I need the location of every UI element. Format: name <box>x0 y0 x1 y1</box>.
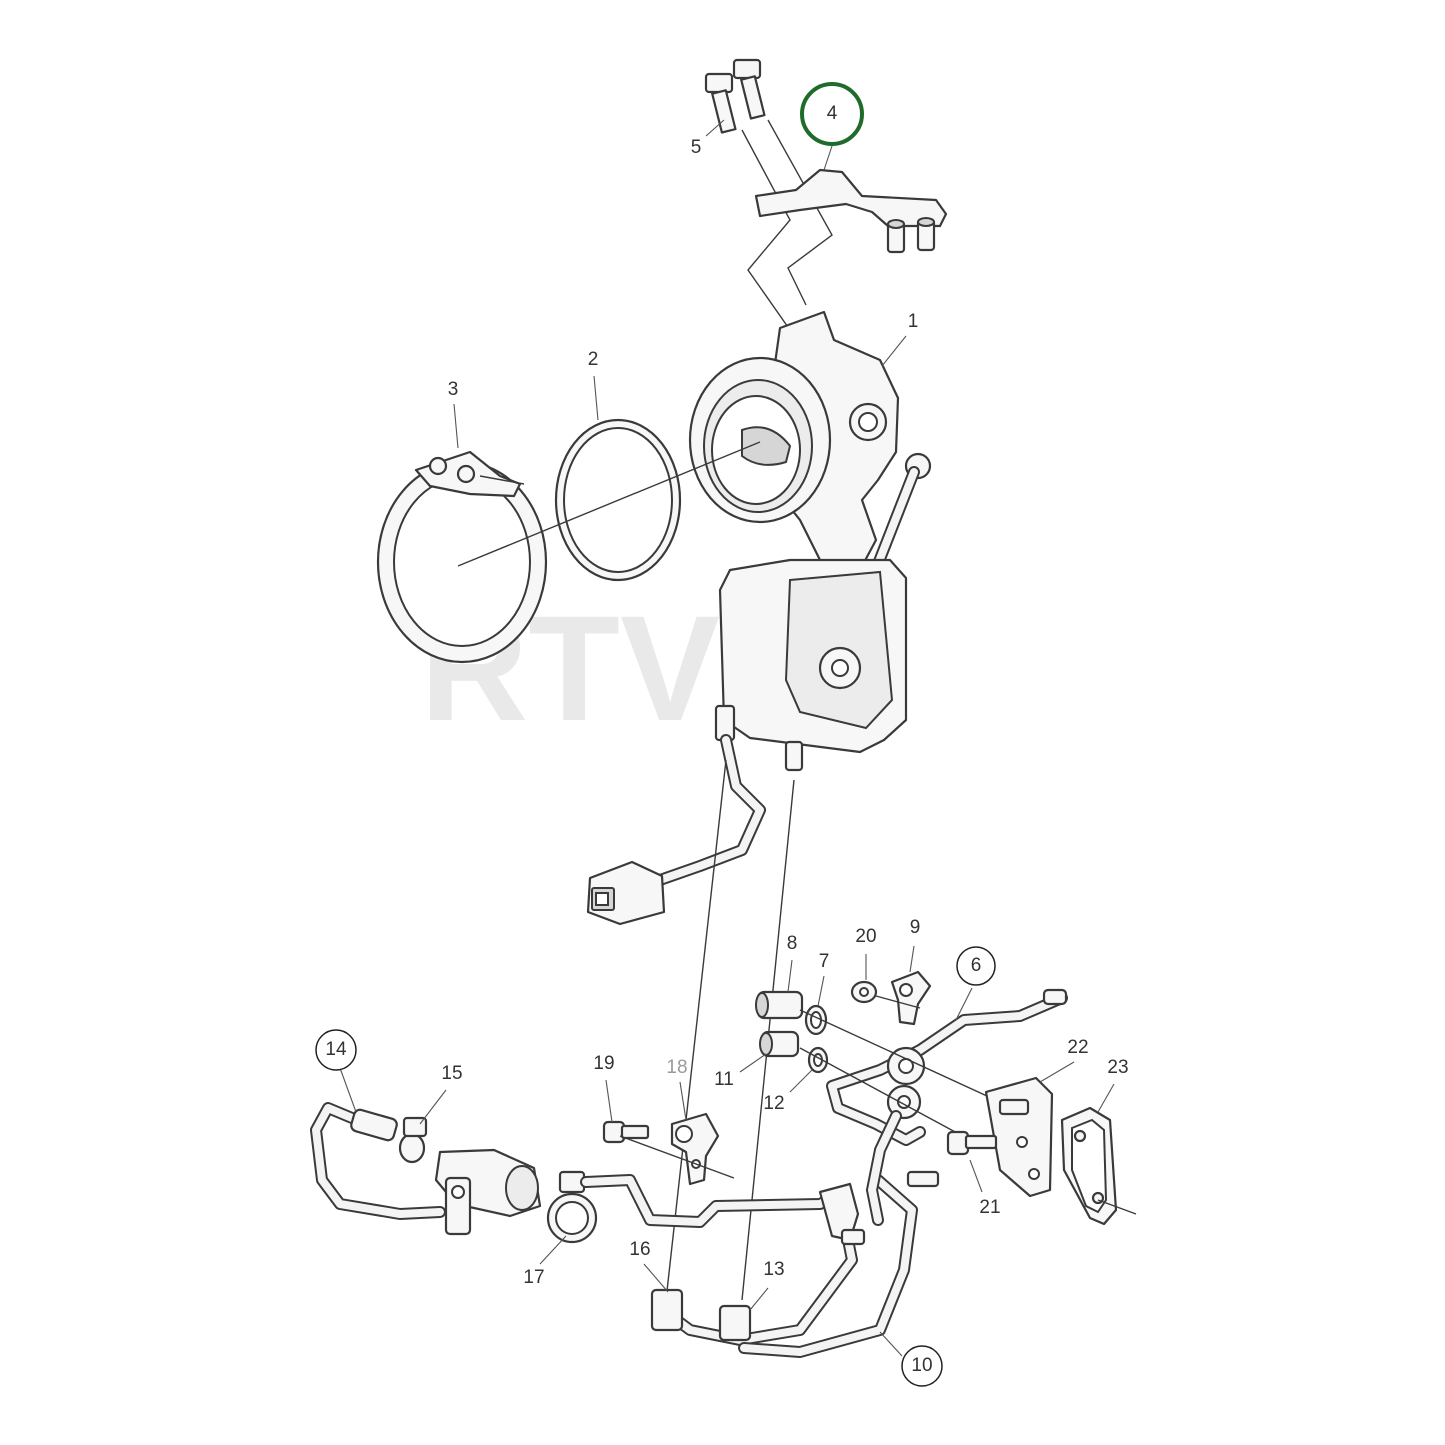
svg-text:16: 16 <box>629 1239 650 1260</box>
svg-text:3: 3 <box>448 379 459 400</box>
throttle-body-part-1 <box>688 310 932 572</box>
callout-17: 17 <box>523 1235 567 1288</box>
callout-19: 19 <box>593 1053 615 1123</box>
bolt-guide-line-a <box>741 129 791 331</box>
svg-text:14: 14 <box>325 1039 347 1060</box>
bolt-guide-line-b <box>767 119 833 306</box>
svg-text:20: 20 <box>855 926 876 947</box>
callout-2: 2 <box>588 349 599 421</box>
hose-clamp-part-17 <box>546 1170 598 1244</box>
guide-line-20 <box>875 995 921 1009</box>
callout-15: 15 <box>419 1063 463 1125</box>
callout-9: 9 <box>909 917 921 973</box>
bolt-part-21 <box>946 1130 998 1156</box>
callout-4-highlighted: 4 <box>800 82 864 171</box>
clip-part-18 <box>670 1112 720 1186</box>
callout-5: 5 <box>691 119 725 158</box>
seal-ring-part-7 <box>804 1004 828 1036</box>
bracket-part-4 <box>754 168 948 254</box>
svg-text:11: 11 <box>714 1069 734 1090</box>
svg-text:2: 2 <box>588 349 599 370</box>
callout-6-circled: 6 <box>955 946 996 1021</box>
fitting-part-8 <box>755 990 804 1020</box>
svg-text:5: 5 <box>691 137 702 158</box>
hose-clamp-part-15 <box>398 1116 428 1164</box>
clip-part-9 <box>890 970 932 1026</box>
svg-text:18: 18 <box>666 1057 687 1078</box>
svg-text:7: 7 <box>819 951 830 972</box>
seal-ring-part-12 <box>807 1046 829 1074</box>
bolt-part-19 <box>602 1120 650 1144</box>
callout-14-circled: 14 <box>315 1029 357 1113</box>
guide-line-16 <box>665 759 727 1301</box>
callout-13: 13 <box>749 1259 785 1311</box>
canister-fitting <box>434 1148 542 1236</box>
svg-text:15: 15 <box>441 1063 462 1084</box>
callout-16: 16 <box>629 1239 669 1293</box>
svg-text:1: 1 <box>908 311 919 332</box>
sensor-connector <box>586 860 666 926</box>
v-band-clamp-part-3 <box>376 450 548 664</box>
svg-text:9: 9 <box>910 917 921 938</box>
svg-text:6: 6 <box>971 955 982 976</box>
assembly-axis-line <box>457 441 761 567</box>
callout-11: 11 <box>714 1053 767 1090</box>
guide-line-23 <box>1097 1199 1137 1215</box>
callout-20: 20 <box>855 926 877 980</box>
fitting-part-16 <box>650 1288 684 1332</box>
svg-text:8: 8 <box>787 933 798 954</box>
guide-line-8 <box>799 1009 1001 1103</box>
tube-6-end <box>1042 988 1068 1006</box>
callout-7: 7 <box>817 951 830 1007</box>
svg-text:10: 10 <box>911 1355 932 1376</box>
callout-3: 3 <box>448 379 459 449</box>
plate-gasket-part-23 <box>1060 1106 1118 1226</box>
bolt-pair-part-5 <box>704 58 766 134</box>
nut-part-20 <box>850 980 878 1004</box>
callout-12: 12 <box>763 1069 813 1114</box>
callout-8: 8 <box>787 933 798 993</box>
actuator-housing <box>714 558 908 772</box>
fitting-part-13 <box>718 1304 752 1342</box>
svg-text:13: 13 <box>763 1259 784 1280</box>
svg-text:23: 23 <box>1107 1057 1128 1078</box>
svg-text:19: 19 <box>593 1053 614 1074</box>
svg-text:22: 22 <box>1067 1037 1088 1058</box>
callout-10-circled: 10 <box>879 1331 943 1387</box>
svg-text:17: 17 <box>523 1267 544 1288</box>
guide-line-11 <box>799 1047 971 1141</box>
hose-bracket-mid <box>818 1182 866 1246</box>
svg-text:4: 4 <box>827 103 838 124</box>
callout-21: 21 <box>969 1159 1001 1218</box>
callout-1: 1 <box>881 311 919 367</box>
callout-18: 18 <box>666 1057 688 1121</box>
stud-part-near-bracket <box>906 1170 940 1188</box>
svg-text:21: 21 <box>979 1197 1000 1218</box>
mounting-plate-part-22 <box>984 1076 1054 1198</box>
guide-line-19 <box>619 1135 735 1179</box>
fitting-part-11 <box>759 1030 800 1058</box>
callout-22: 22 <box>1039 1037 1089 1083</box>
hose-14-fitting <box>350 1108 398 1142</box>
svg-text:12: 12 <box>763 1093 784 1114</box>
callout-23: 23 <box>1097 1057 1129 1113</box>
